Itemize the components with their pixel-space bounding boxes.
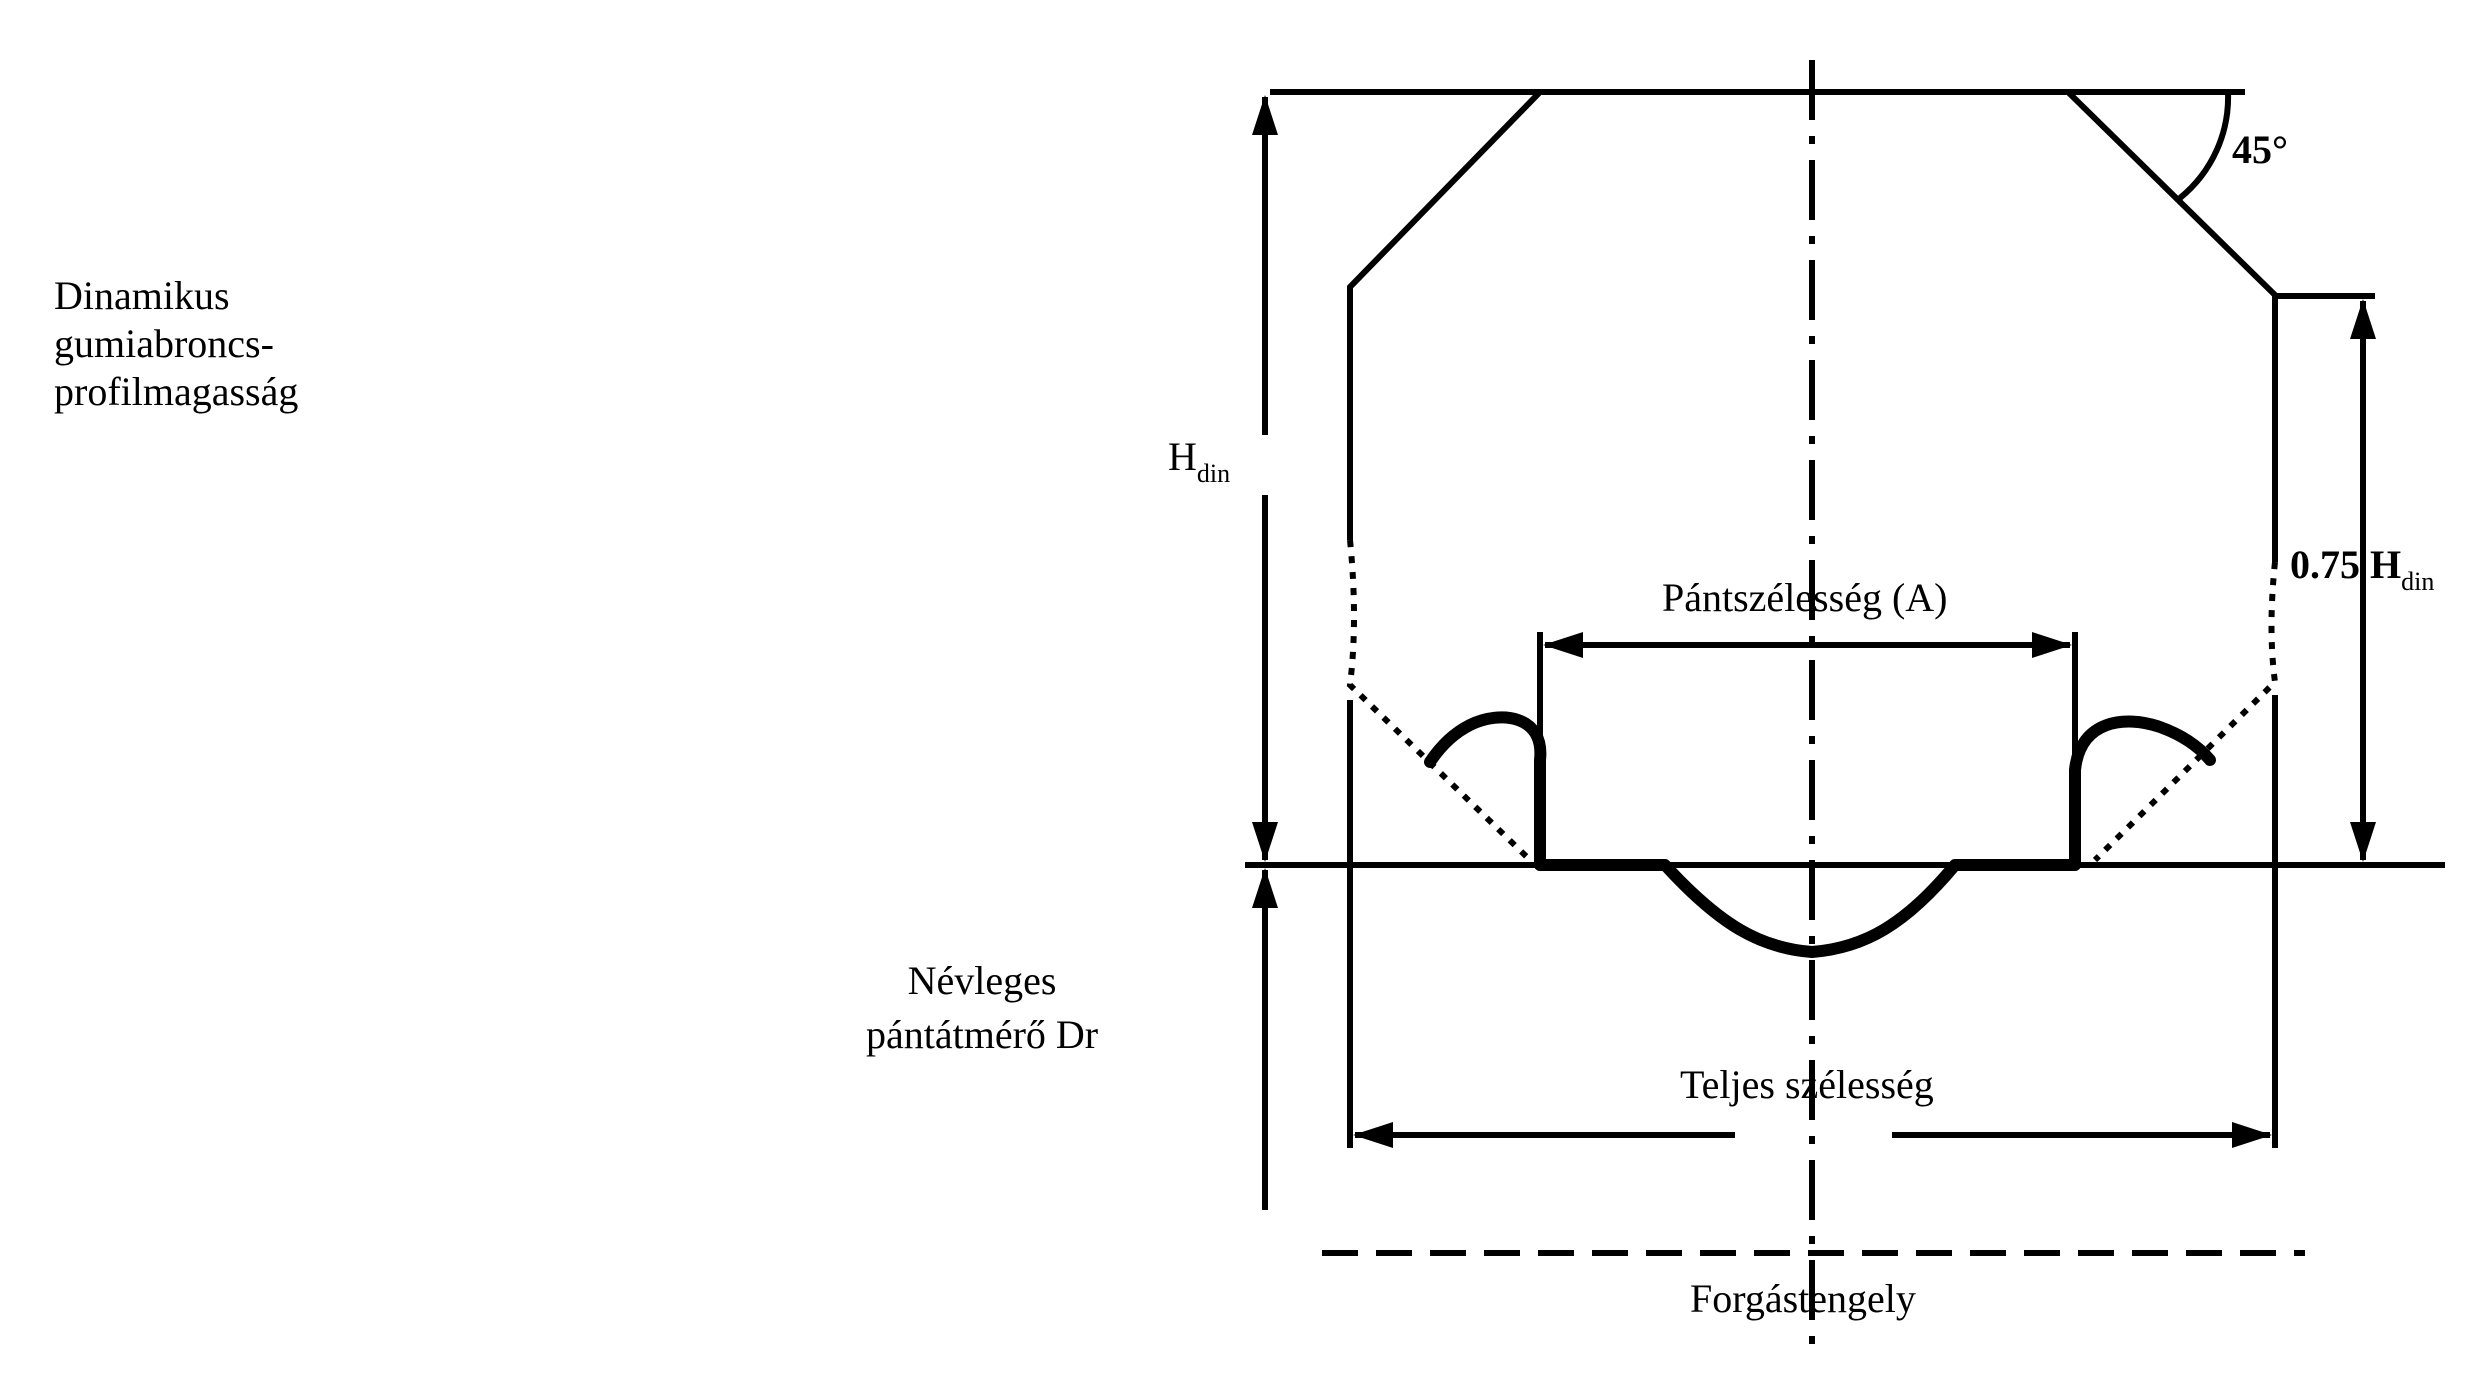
hdin-label-sub: din [1196, 459, 1231, 488]
rim-diameter-label: Névleges pántátmérő Dr [866, 954, 1098, 1062]
hdin-label-main: H [1168, 434, 1197, 479]
hdin-label: Hdin [1168, 433, 1230, 489]
h75-label: 0.75 Hdin [2290, 541, 2434, 597]
rim-profile [1424, 711, 2216, 958]
tire-height-line-1: Dinamikus [54, 273, 230, 318]
rim-diameter-line-1: Névleges [907, 958, 1057, 1003]
angle-label: 45° [2232, 127, 2288, 172]
rim-width-label: Pántszélesség (A) [1662, 575, 1948, 620]
tire-left-dotted-bulge [1346, 539, 1533, 863]
tire-left-outline [1347, 89, 1543, 540]
tire-height-line-3: profilmagasság [54, 369, 299, 414]
h75-label-main: 0.75 H [2290, 542, 2402, 587]
tire-right-dotted-bulge [2092, 561, 2279, 863]
h75-label-sub: din [2401, 567, 2435, 596]
tire-height-line-2: gumiabroncs- [54, 321, 274, 366]
angle-arc [2178, 91, 2232, 201]
tire-height-label: Dinamikus gumiabroncs- profilmagasság [54, 272, 298, 416]
total-width-label: Teljes szélesség [1680, 1062, 1934, 1107]
rim-diameter-line-2: pántátmérő Dr [866, 1012, 1099, 1057]
rotation-axis-label: Forgástengely [1690, 1276, 1916, 1321]
